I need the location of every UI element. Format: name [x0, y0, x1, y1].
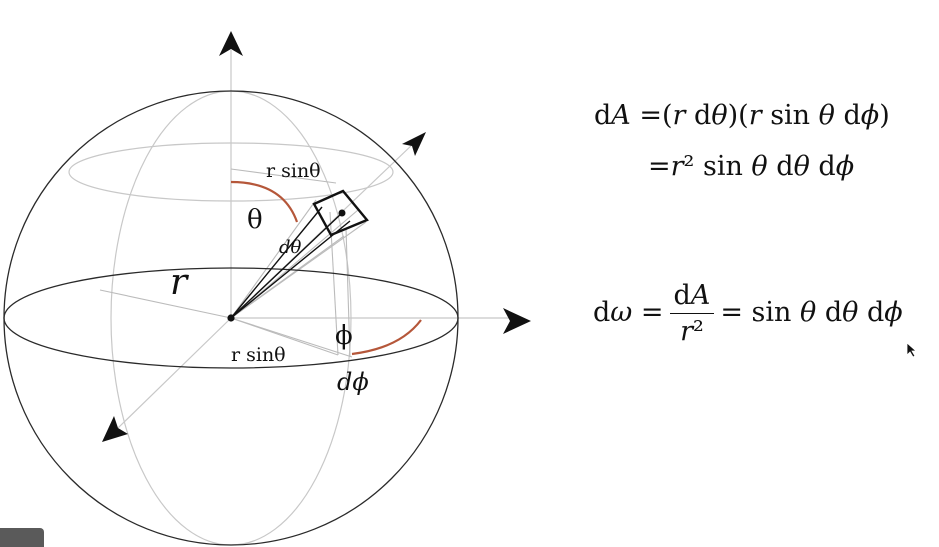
- y-arrow-icon: [102, 416, 128, 442]
- area-patch: [312, 189, 369, 237]
- arrowheads: [102, 31, 531, 442]
- ray-main-2: [230, 206, 323, 319]
- ray-guide-4: [230, 235, 345, 319]
- equator: [3, 267, 459, 369]
- equation-dA-line2: =r² sin θ dθ dϕ: [648, 151, 855, 182]
- y-axis: [117, 317, 232, 429]
- mouse-cursor-icon: [906, 342, 918, 358]
- origin-dot: [227, 314, 235, 322]
- projection-base-2: [230, 317, 353, 358]
- phi-arc: [351, 319, 422, 356]
- label-r-sin-theta-top: r sinθ: [266, 160, 321, 182]
- label-theta: θ: [247, 205, 263, 235]
- solid-angle-rays: [230, 206, 351, 319]
- label-r: r: [170, 262, 189, 303]
- label-d-phi: dϕ: [337, 368, 369, 396]
- ray-main-3: [230, 220, 351, 319]
- corner-overlay-button[interactable]: [0, 528, 44, 547]
- equation-dA-line1: dA =(r dθ)(r sin θ dϕ): [594, 100, 890, 131]
- z-arrow-icon: [219, 31, 243, 56]
- ray-guide-1: [230, 199, 317, 319]
- label-phi: ϕ: [335, 321, 353, 351]
- patch-center-dot: [338, 209, 346, 217]
- x-arrow-icon: [503, 308, 531, 334]
- label-d-theta: dθ: [279, 237, 302, 258]
- ray-main-1: [230, 212, 343, 319]
- direction-arrow-icon: [402, 132, 426, 156]
- label-r-sin-theta-bottom: r sinθ: [231, 344, 286, 366]
- projection-vertical-2: [345, 227, 351, 358]
- theta-arc: [230, 180, 299, 223]
- construction-lines: [99, 168, 367, 358]
- radius-line: [99, 289, 232, 319]
- radius-guide-top: [230, 168, 337, 184]
